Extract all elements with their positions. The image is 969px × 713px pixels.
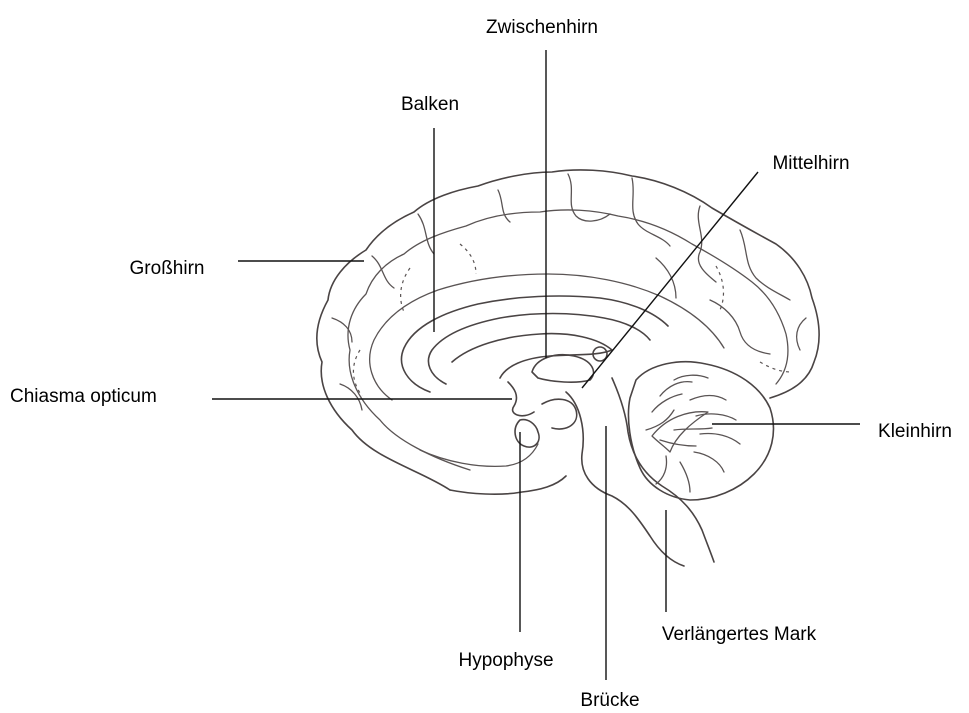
dashed-sulcus-2 [353, 350, 362, 396]
arbor-vitae-core [652, 412, 708, 452]
corpus-callosum-outer [402, 296, 668, 392]
corpus-callosum-inner [428, 314, 650, 385]
label-verlaengertes-mark: Verlängertes Mark [662, 624, 817, 645]
sulcus-1 [568, 174, 610, 221]
sulcus-8 [332, 318, 352, 342]
thalamus [532, 355, 593, 382]
label-mittelhirn: Mittelhirn [772, 153, 849, 174]
sulcus-2 [498, 190, 510, 222]
label-zwischenhirn: Zwischenhirn [486, 17, 598, 38]
hypophysis [515, 420, 539, 447]
cerebellum-outline [628, 362, 773, 500]
sulcus-4 [698, 206, 716, 282]
gyrus-band-outer [348, 210, 788, 470]
sulcus-10 [710, 300, 770, 354]
label-kleinhirn: Kleinhirn [878, 421, 952, 442]
dashed-sulcus-5 [460, 244, 476, 274]
label-chiasma: Chiasma opticum [10, 386, 157, 407]
arbor-vitae [646, 375, 740, 492]
cerebrum-outline [317, 170, 819, 490]
mammillary [542, 399, 577, 429]
sulcus-11 [656, 258, 676, 298]
label-hypophyse: Hypophyse [458, 650, 553, 671]
labels: Zwischenhirn Balken Mittelhirn Großhirn … [10, 17, 952, 711]
sulcus-6 [418, 214, 434, 254]
dashed-sulcus-4 [760, 362, 792, 372]
brain-drawing [317, 170, 819, 566]
sulcus-5 [740, 230, 790, 300]
label-grosshirn: Großhirn [130, 258, 205, 279]
label-bruecke: Brücke [580, 690, 639, 711]
sulcus-12 [797, 318, 806, 350]
label-balken: Balken [401, 94, 459, 115]
cingulate-contour [370, 274, 724, 400]
sulcus-9 [340, 384, 362, 410]
frontal-base [450, 476, 566, 494]
sulcus-3 [632, 178, 670, 246]
brainstem-posterior [612, 378, 714, 562]
